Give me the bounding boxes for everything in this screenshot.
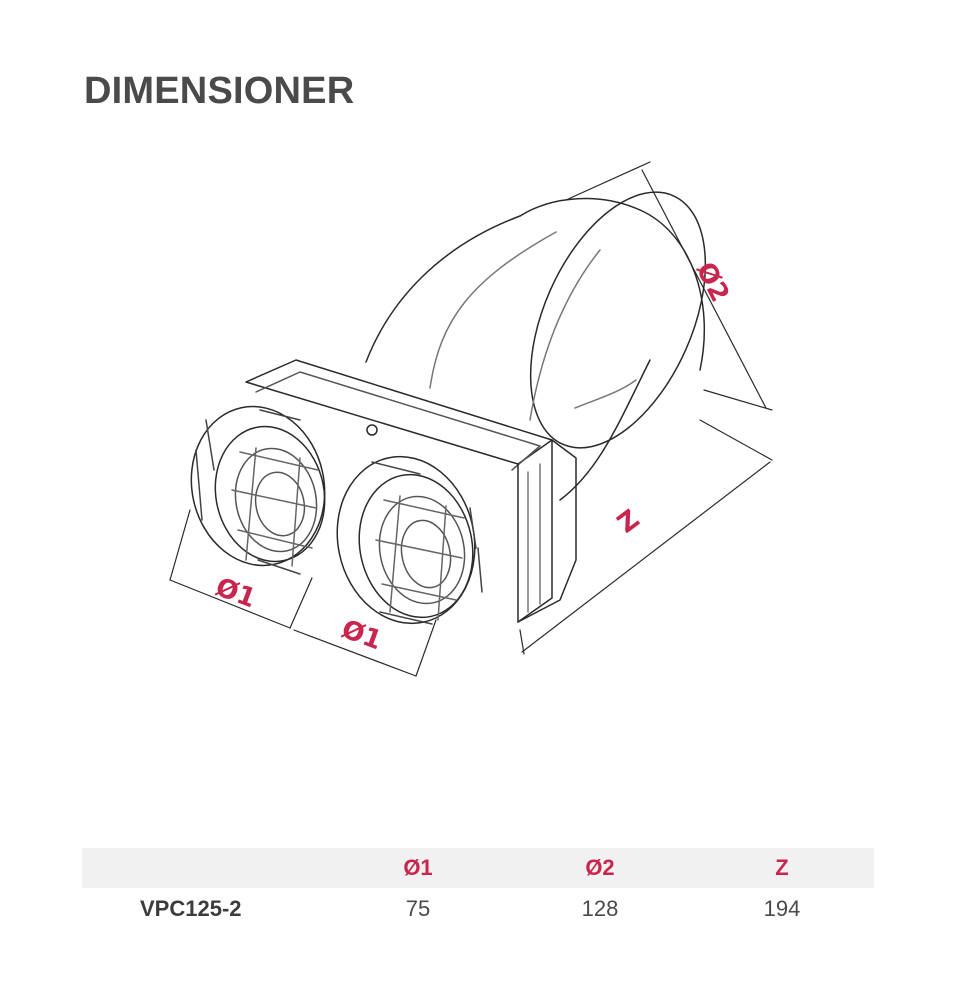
- col-header-d2: Ø2: [585, 855, 615, 880]
- d2-label: Ø2: [690, 258, 735, 307]
- outlet-collar-top: [519, 197, 641, 217]
- left-spigot: [190, 405, 326, 575]
- transition-contour-1: [429, 231, 557, 389]
- d1-left-label: Ø1: [212, 572, 260, 614]
- box-rear-edge: [517, 439, 577, 623]
- transition-ridge: [574, 379, 637, 409]
- box-side-face: [517, 439, 553, 623]
- screw-hole: [366, 424, 378, 436]
- col-header-z: Z: [775, 855, 789, 880]
- box-top-inner: [255, 371, 541, 471]
- row-model: VPC125-2: [140, 896, 242, 921]
- transition-lower-edge: [559, 359, 651, 501]
- d1-left-dimension-line: [169, 579, 291, 629]
- cell-z: 194: [763, 896, 801, 921]
- right-spigot: [336, 455, 483, 625]
- outlet-collar-right: [639, 209, 706, 371]
- transition-contour-2: [529, 249, 601, 421]
- z-label: Z: [612, 504, 645, 539]
- z-dimension-line: [521, 461, 771, 653]
- transition-upper-edge: [365, 215, 521, 363]
- table-header: Ø1 Ø2 Z: [82, 848, 874, 888]
- d1-right-label: Ø1: [338, 614, 386, 656]
- d1-right-dimension-line: [293, 629, 417, 677]
- cell-d1: 75: [405, 896, 431, 921]
- d2-dimension-line: [641, 169, 767, 409]
- dimensions-table: Ø1 Ø2 Z VPC125-2 75 128 194: [82, 848, 874, 930]
- dimension-lines: [169, 161, 773, 677]
- cell-d2: 128: [581, 896, 619, 921]
- outlet-collar-front: [529, 191, 707, 449]
- product-drawing: Ø2 Z Ø1 Ø1: [169, 161, 773, 677]
- page-title: DIMENSIONER: [84, 70, 355, 112]
- col-header-d1: Ø1: [403, 855, 433, 880]
- table-row: VPC125-2 75 128 194: [82, 888, 874, 930]
